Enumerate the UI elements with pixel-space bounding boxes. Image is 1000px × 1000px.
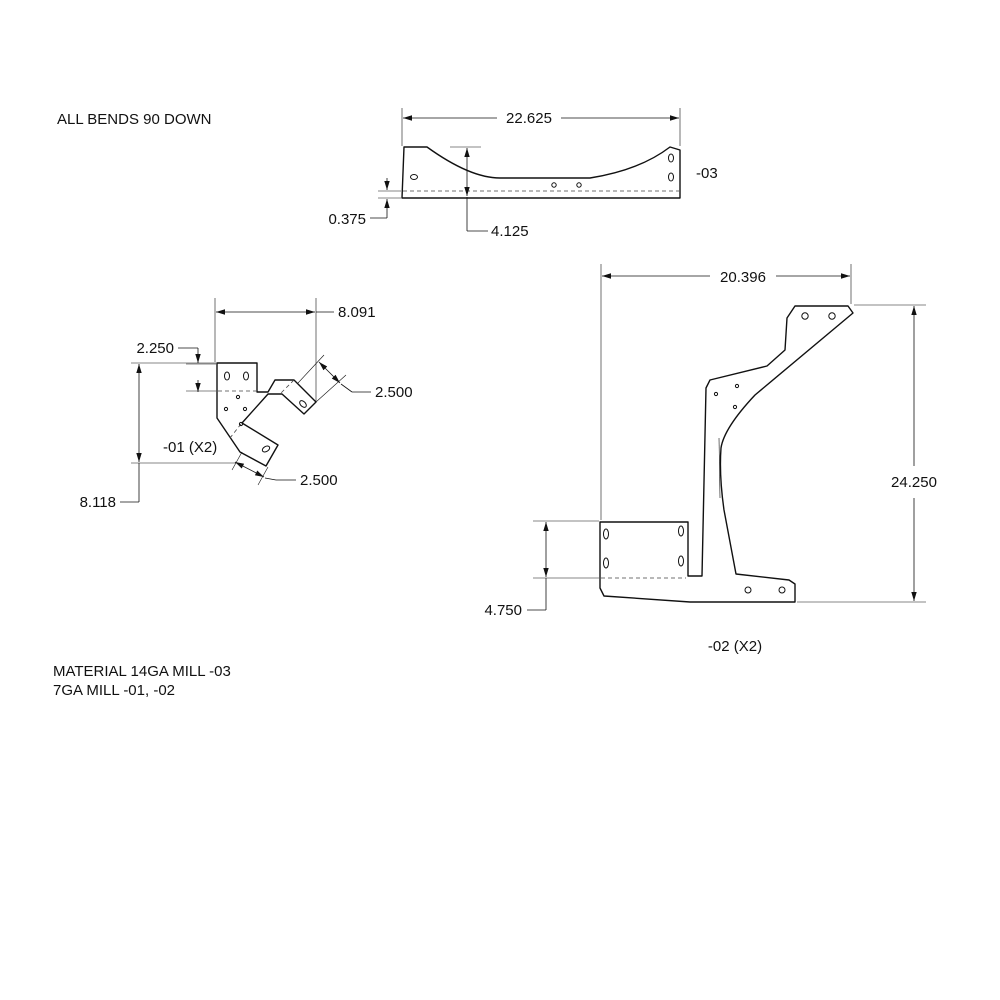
part-02-hole [713,391,719,397]
dim-width-03: 22.625 [506,110,552,127]
dim-height-03: 4.125 [491,223,529,240]
part-03-slot [410,174,418,180]
extension-line [257,466,269,486]
part-02-hole [828,312,836,320]
dimension-line [318,361,341,384]
part-01-slot [224,371,230,381]
extension-line [231,451,243,471]
part-02: 20.396 24.250 4.750 -02 (X2) [484,264,937,655]
part-02-hole [801,312,809,320]
part-01-slot [261,445,271,453]
part-01-hole [238,421,244,427]
part-03-hole [576,182,582,188]
part-02-fold-line [718,437,721,499]
dimension-line [234,461,265,478]
part-01-label: -01 (X2) [163,439,217,456]
dim-width-02: 20.396 [720,269,766,286]
material-note-line-2: 7GA MILL -01, -02 [53,682,176,699]
part-02-hole [732,404,738,410]
part-02-slot [678,525,684,537]
part-02-hole [734,383,740,389]
dim-base-02: 4.750 [484,602,522,619]
extension-line [297,354,325,384]
part-02-hole [778,586,786,594]
dim-top-flange-01: 2.250 [136,340,174,357]
dim-width-01: 8.091 [338,304,376,321]
part-01-hole [242,406,248,412]
part-02-outline [599,305,854,603]
part-01-outline [216,362,317,467]
part-01-bend-line [229,423,242,439]
bend-note: ALL BENDS 90 DOWN [57,111,212,128]
part-03-slot [668,172,674,182]
dim-height-01: 8.118 [80,494,116,511]
part-03-label: -03 [696,165,718,182]
part-01-slot [243,371,249,381]
material-note-line-1: MATERIAL 14GA MILL -03 [53,663,231,680]
part-02-slot [603,557,609,569]
dim-tab-lower-01: 2.500 [300,472,338,489]
part-02-slot [603,528,609,540]
part-01-bend-line [280,379,295,394]
dim-flange-03: 0.375 [328,211,366,228]
part-01-slot [299,400,307,408]
part-03: 22.625 4.125 0.375 -03 [328,108,718,240]
part-01-hole [223,406,229,412]
leader-line [264,477,277,481]
part-02-slot [678,555,684,567]
part-03-slot [668,153,674,163]
dim-tab-angled-01: 2.500 [375,384,413,401]
part-01: 8.091 2.250 8.118 2.500 2.500 -01 (X2) [80,298,413,511]
part-03-outline [401,146,681,199]
leader-line [340,383,353,393]
part-03-hole [551,182,557,188]
part-02-hole [744,586,752,594]
part-01-hole [235,394,241,400]
extension-line [315,374,347,403]
dim-height-02: 24.250 [891,474,937,491]
part-02-label: -02 (X2) [708,638,762,655]
